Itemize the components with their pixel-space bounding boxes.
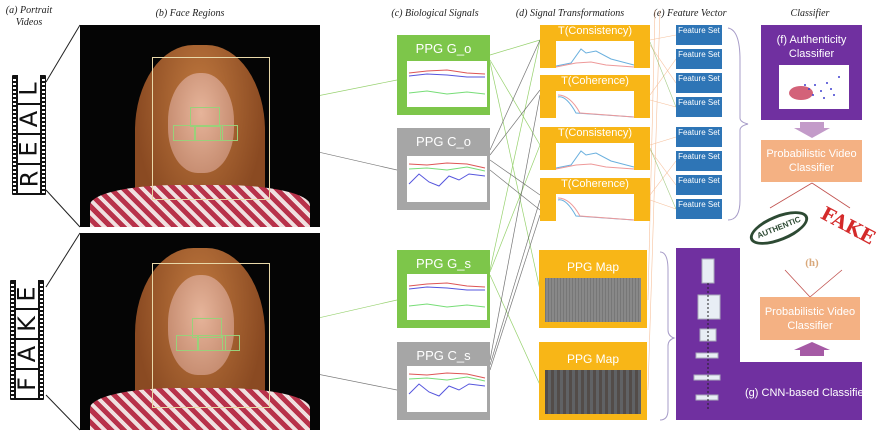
signal-label: PPG G_o	[415, 41, 472, 56]
film-letter: E	[14, 141, 43, 157]
signal-plot	[407, 156, 487, 202]
feature-set-box: Feature Set	[676, 151, 722, 171]
consistency-transform-box: T(Consistency)	[540, 25, 650, 68]
transform-label: T(Coherence)	[561, 75, 629, 87]
signal-plot	[407, 61, 487, 107]
ppg-map-image	[545, 278, 641, 322]
roi-box	[195, 125, 223, 141]
ppg-map-image	[545, 370, 641, 414]
transform-plot	[556, 41, 634, 68]
map-label: PPG Map	[566, 260, 620, 274]
feature-set-box: Feature Set	[676, 49, 722, 69]
roi-box	[220, 125, 238, 141]
feature-set-box: Feature Set	[676, 199, 722, 219]
signal-label: PPG C_o	[416, 134, 471, 149]
cnn-classifier-panel-base	[740, 362, 862, 420]
transform-plot	[556, 143, 634, 170]
signal-label: PPG C_s	[416, 348, 471, 363]
probabilistic-classifier-bottom: Probabilistic Video Classifier	[760, 297, 860, 340]
roi-box	[176, 335, 198, 351]
header-face-regions: (b) Face Regions	[155, 8, 225, 19]
ppg-c-s-box: PPG C_s	[397, 342, 490, 420]
face-region-box	[152, 57, 270, 200]
signal-plot	[407, 366, 487, 412]
film-letter: L	[15, 82, 43, 96]
ppg-g-s-box: PPG G_s	[397, 250, 490, 328]
feature-set-box: Feature Set	[676, 97, 722, 117]
ppg-map-box: PPG Map	[539, 250, 647, 328]
h-label: (h)	[805, 257, 819, 269]
probabilistic-classifier-top: Probabilistic Video Classifier	[761, 140, 862, 182]
transform-label: T(Coherence)	[561, 178, 629, 190]
film-letter: E	[12, 286, 41, 302]
consistency-transform-box: T(Consistency)	[540, 127, 650, 170]
map-label: PPG Map	[566, 352, 620, 366]
coherence-transform-box: T(Coherence)	[540, 75, 650, 118]
film-strip-fake: E K A F	[10, 280, 44, 400]
real-face-image	[80, 25, 320, 227]
roi-box	[173, 125, 195, 141]
feature-set-box: Feature Set	[676, 127, 722, 147]
header-signal-transformations: (d) Signal Transformations	[515, 8, 625, 19]
signal-label: PPG G_s	[416, 256, 471, 271]
header-portrait-videos: (a) Portrait Videos	[5, 5, 53, 28]
fake-face-image	[80, 233, 320, 430]
authenticity-classifier-box: (f) Authenticity Classifier	[761, 25, 862, 120]
film-letter: A	[12, 345, 41, 363]
feature-set-box: Feature Set	[676, 175, 722, 195]
face-region-box	[152, 263, 270, 408]
header-biological-signals: (c) Biological Signals	[391, 8, 479, 19]
film-letter: F	[13, 377, 41, 391]
ppg-g-o-box: PPG G_o	[397, 35, 490, 115]
transform-plot	[556, 194, 634, 221]
film-strip-real: L A E R	[12, 75, 46, 195]
feature-set-box: Feature Set	[676, 73, 722, 93]
ppg-c-o-box: PPG C_o	[397, 128, 490, 210]
transform-plot	[556, 91, 634, 118]
cnn-architecture-icon	[693, 258, 721, 410]
transform-label: T(Consistency)	[558, 25, 632, 37]
roi-box	[198, 335, 226, 351]
roi-box	[190, 107, 220, 127]
feature-set-box: Feature Set	[676, 25, 722, 45]
signal-plot	[407, 274, 487, 320]
roi-box	[192, 318, 222, 338]
roi-box	[222, 335, 240, 351]
header-feature-vector: (e) Feature Vector	[653, 8, 727, 19]
header-classifier: Classifier	[790, 8, 830, 19]
film-letter: A	[14, 110, 43, 128]
coherence-transform-box: T(Coherence)	[540, 178, 650, 221]
scatter-plot	[779, 65, 849, 109]
authenticity-classifier-label: (f) Authenticity Classifier	[776, 34, 847, 60]
transform-label: T(Consistency)	[558, 127, 632, 139]
ppg-map-box: PPG Map	[539, 342, 647, 420]
cnn-classifier-label: (g) CNN-based Classifier	[745, 387, 868, 399]
film-letter: R	[15, 170, 43, 188]
film-letter: K	[13, 316, 41, 332]
